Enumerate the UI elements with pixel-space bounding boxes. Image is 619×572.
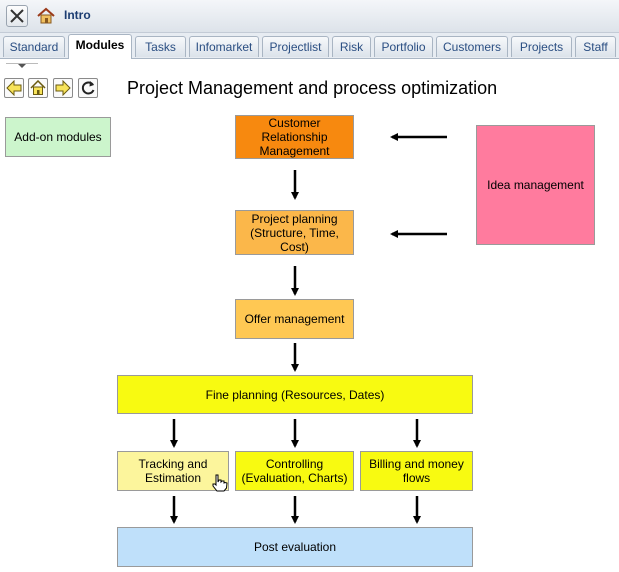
window-title: Intro [64, 8, 91, 22]
page-title: Project Management and process optimizat… [127, 78, 498, 98]
tab-modules[interactable]: Modules [68, 34, 132, 59]
tab-bar: Standard Modules Tasks Infomarket Projec… [0, 33, 619, 59]
back-button[interactable] [4, 78, 24, 98]
toolbar-toggle-handle[interactable] [6, 63, 38, 69]
arrow-left-icon [6, 80, 22, 96]
tab-projects[interactable]: Projects [511, 36, 572, 57]
project-planning-box[interactable]: Project planning (Structure, Time, Cost) [235, 210, 354, 255]
crm-box[interactable]: Customer Relationship Management [235, 115, 354, 159]
title-bar: Intro [0, 0, 619, 33]
tab-risk[interactable]: Risk [332, 36, 371, 57]
home-button[interactable] [28, 78, 48, 98]
home-icon[interactable] [36, 6, 56, 26]
tab-projectlist[interactable]: Projectlist [262, 36, 329, 57]
tab-infomarket[interactable]: Infomarket [189, 36, 259, 57]
billing-box[interactable]: Billing and money flows [360, 451, 473, 491]
addon-modules-box[interactable]: Add-on modules [5, 117, 111, 157]
close-button[interactable] [6, 5, 28, 27]
refresh-icon [81, 81, 95, 95]
tab-portfolio[interactable]: Portfolio [374, 36, 433, 57]
tab-tasks[interactable]: Tasks [135, 36, 186, 57]
controlling-box[interactable]: Controlling (Evaluation, Charts) [235, 451, 354, 491]
tab-staff[interactable]: Staff [575, 36, 616, 57]
post-evaluation-box[interactable]: Post evaluation [117, 527, 473, 567]
tab-customers[interactable]: Customers [436, 36, 508, 57]
tracking-estimation-box[interactable]: Tracking and Estimation [117, 451, 229, 491]
idea-management-box[interactable]: Idea management [476, 125, 595, 245]
hand-cursor-icon [212, 474, 228, 492]
fine-planning-box[interactable]: Fine planning (Resources, Dates) [117, 375, 473, 414]
tab-standard[interactable]: Standard [3, 36, 65, 57]
refresh-button[interactable] [78, 78, 98, 98]
close-icon [10, 9, 24, 23]
forward-button[interactable] [53, 78, 73, 98]
home-icon [30, 80, 46, 95]
offer-management-box[interactable]: Offer management [235, 299, 354, 339]
arrow-right-icon [55, 80, 71, 96]
